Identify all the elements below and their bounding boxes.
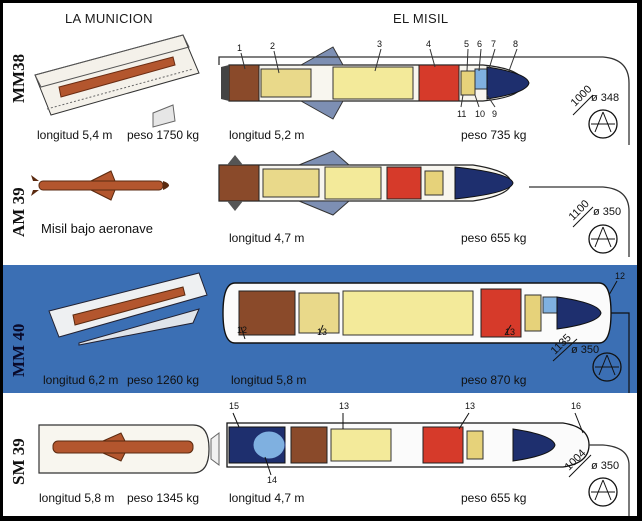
- mm40-container: [48, 272, 208, 346]
- missile-length: longitud 5,2 m: [229, 128, 305, 142]
- dim-length: 1100: [567, 198, 592, 223]
- callout: 13: [505, 327, 515, 337]
- callout: 3: [377, 39, 382, 49]
- mm40-missile: [222, 282, 612, 344]
- sm39-drawing: 15 13 13 16 14 1004 ø 350: [38, 401, 630, 516]
- panel-sm39: SM 39 15: [3, 395, 637, 516]
- munition-length: longitud 5,4 m: [37, 128, 113, 142]
- callout: 8: [513, 39, 518, 49]
- missile-weight: peso 735 kg: [461, 128, 527, 142]
- missile-header: EL MISIL: [393, 11, 449, 26]
- missile-weight: peso 655 kg: [461, 231, 527, 245]
- missile-length: longitud 4,7 m: [229, 491, 305, 505]
- dim-diameter: ø 348: [591, 92, 619, 104]
- munition-weight: peso 1750 kg: [127, 128, 200, 142]
- panel-am39: AM 39: [3, 145, 637, 257]
- diagram-frame: LA MUNICION EL MISIL MM38: [3, 3, 637, 516]
- am39-drawing: 1100 ø 350: [31, 150, 630, 257]
- callout: 15: [229, 401, 239, 411]
- callout: 11: [457, 109, 466, 119]
- sm39-munition: [38, 424, 220, 474]
- munition-header: LA MUNICION: [65, 11, 153, 26]
- sm39-cross-section: 1004 ø 350: [563, 447, 619, 507]
- callout: 5: [464, 39, 469, 49]
- callout: 16: [571, 401, 581, 411]
- munition-weight: peso 1260 kg: [127, 373, 200, 387]
- mm40-callouts: 12 12 13 13: [237, 271, 625, 340]
- callout: 6: [477, 39, 482, 49]
- callout: 12: [615, 271, 625, 281]
- callout: 7: [491, 39, 496, 49]
- mm38-cross-section: 1000 ø 348: [569, 83, 619, 139]
- callout: 4: [426, 39, 431, 49]
- callout: 12: [237, 325, 247, 335]
- sm39-callouts: 15 13 13 16 14: [229, 401, 584, 485]
- panel-mm38: MM38: [3, 3, 637, 145]
- munition-length: longitud 6,2 m: [43, 373, 119, 387]
- am39-munition: [31, 170, 169, 201]
- callout: 13: [317, 327, 327, 337]
- mm38-container: [34, 34, 200, 128]
- missile-weight: peso 870 kg: [461, 373, 527, 387]
- missile-length: longitud 5,8 m: [231, 373, 307, 387]
- callout: 9: [492, 109, 497, 119]
- munition-weight: peso 1345 kg: [127, 491, 200, 505]
- missile-weight: peso 655 kg: [461, 491, 527, 505]
- am39-missile: [218, 150, 514, 216]
- missile-length: longitud 4,7 m: [229, 231, 305, 245]
- mm38-drawing: 1 2 3 4 5 6 7 8 9 10 11: [34, 34, 630, 145]
- mm38-callouts: 1 2 3 4 5 6 7 8 9 10 11: [237, 39, 518, 119]
- dim-diameter: ø 350: [591, 460, 619, 472]
- callout: 10: [475, 109, 485, 119]
- dim-diameter: ø 350: [593, 206, 621, 218]
- caption: Misil bajo aeronave: [41, 221, 154, 236]
- callout: 2: [270, 41, 275, 51]
- callout: 1: [237, 43, 242, 53]
- callout: 13: [339, 401, 349, 411]
- dim-diameter: ø 350: [571, 344, 599, 356]
- am39-cross-section: 1100 ø 350: [567, 198, 621, 254]
- panel-mm40: MM 40 12 12: [3, 265, 637, 393]
- munition-length: longitud 5,8 m: [39, 491, 115, 505]
- sm39-missile: [226, 422, 590, 468]
- callout: 13: [465, 401, 475, 411]
- mm40-drawing: 12 12 13 13 1135 ø 350: [48, 271, 630, 393]
- callout: 14: [267, 475, 277, 485]
